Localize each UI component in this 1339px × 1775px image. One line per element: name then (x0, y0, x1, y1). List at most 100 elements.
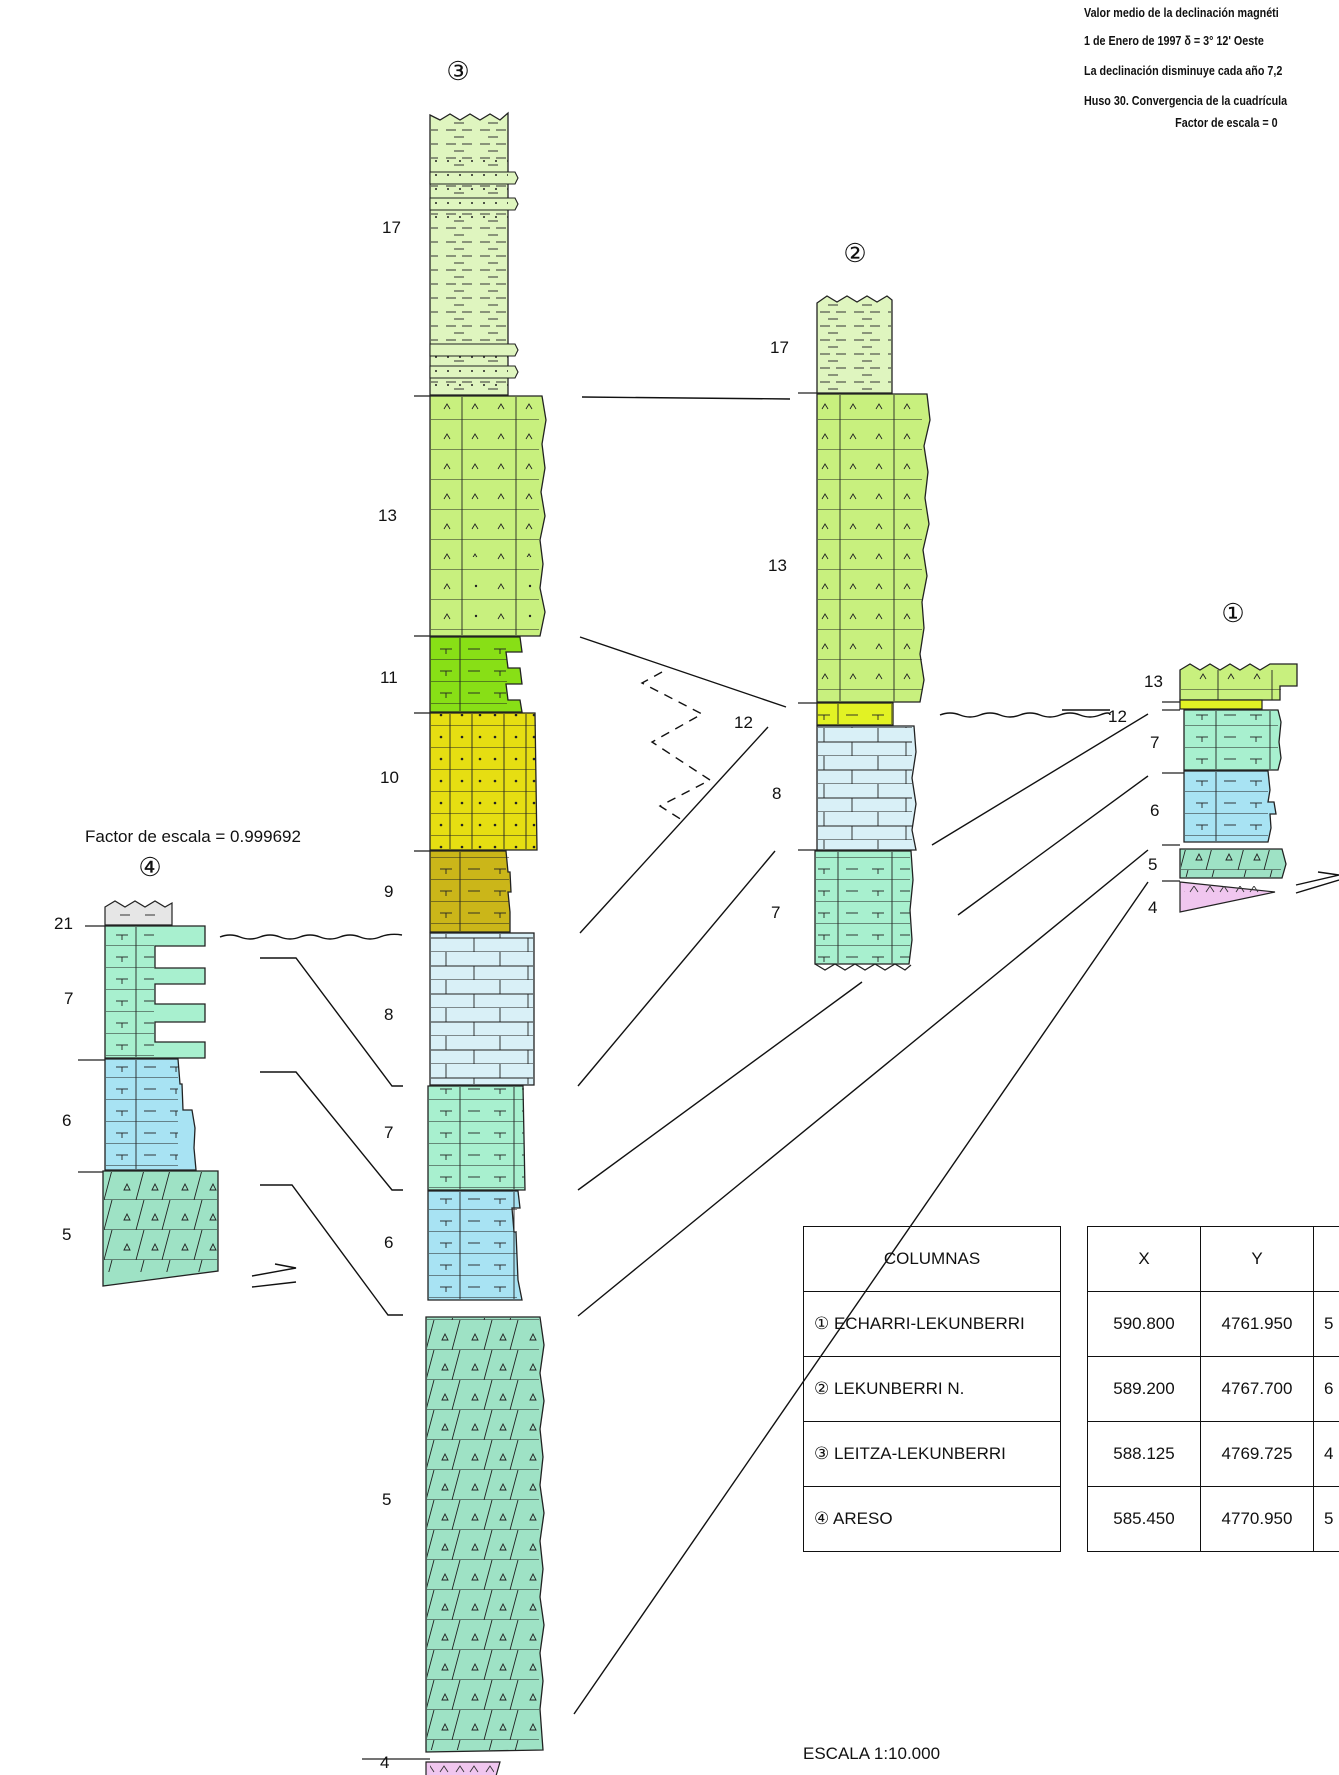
note-line-3: La declinación disminuye cada año 7,2 (1084, 64, 1283, 78)
c3-unit-7-pattern (429, 1087, 524, 1189)
column-3-marker: ③ (446, 56, 469, 86)
row-4-z: 5 (1313, 1486, 1339, 1552)
c3-label: 9 (384, 882, 393, 901)
c1-label: 4 (1148, 898, 1157, 917)
corr-8-c2-c3 (577, 850, 776, 1087)
column-4-marker: ④ (138, 852, 161, 882)
unconformity-c4-c3 (219, 933, 403, 940)
c2-unit-8-pattern (818, 727, 912, 849)
column-1 (1162, 663, 1298, 913)
row-3-y: 4769.725 (1200, 1421, 1314, 1487)
row-3-z: 4 (1313, 1421, 1339, 1487)
unconformity-c2-c1 (939, 712, 1111, 718)
row-3-x: 588.125 (1087, 1421, 1201, 1487)
c1-unit-13-pattern (1181, 670, 1281, 700)
c3-label: 13 (378, 506, 397, 525)
row-4-y: 4770.950 (1200, 1486, 1314, 1552)
c1-unit-4-pattern (1184, 886, 1264, 898)
c3-label: 6 (384, 1233, 393, 1252)
c3-unit-6-pattern (429, 1192, 517, 1299)
c4-unit-7-pattern (106, 927, 154, 1057)
c4-label: 7 (64, 989, 73, 1008)
column-4 (78, 900, 219, 1287)
c4-unit-21-bed (104, 900, 173, 926)
c3-label: 4 (380, 1753, 389, 1772)
c3-label: 10 (380, 768, 399, 787)
corr-12-c3-c2 (579, 636, 787, 708)
c1-label: 6 (1150, 801, 1159, 820)
declination-notes: Valor medio de la declinación magnéti 1 … (1084, 2, 1303, 142)
c2-label: 13 (768, 556, 787, 575)
c2-base-break (814, 963, 912, 971)
c3-sandstone-dots-2 (432, 346, 508, 386)
c3-label: 17 (382, 218, 401, 237)
corr-top-13 (581, 396, 791, 400)
note-line-5: Factor de escala = 0 (1175, 116, 1278, 130)
column-row-4-name: ④ ARESO (803, 1486, 1061, 1552)
row-2-z: 6 (1313, 1356, 1339, 1422)
corr-c4-5-6 (260, 1184, 403, 1316)
c1-label: 13 (1144, 672, 1163, 691)
corr-6-c1-c2 (957, 775, 1149, 916)
c2-unit-12-pattern (818, 704, 892, 724)
columns-header: COLUMNAS (803, 1226, 1061, 1292)
c3-label: 5 (382, 1490, 391, 1509)
fault-arrow-c1 (1295, 871, 1339, 894)
corr-c4-7-8 (260, 957, 403, 1087)
column-2-marker: ② (843, 238, 866, 268)
c2-unit-13-pattern (818, 395, 922, 701)
row-1-z: 5 (1313, 1291, 1339, 1357)
c3-unit-5-pattern (427, 1318, 539, 1750)
c3-unit-9-pattern (431, 852, 509, 931)
column-3 (362, 111, 547, 1775)
corr-c4-6-7 (260, 1071, 403, 1191)
c2-label: 8 (772, 784, 781, 803)
c2-label: 7 (771, 903, 780, 922)
c1-label: 7 (1150, 733, 1159, 752)
c3-unit-8-pattern (431, 934, 533, 1084)
c1-unit-12-bed (1179, 699, 1263, 710)
header-y: Y (1200, 1226, 1314, 1292)
column-row-1-name: ① ECHARRI-LEKUNBERRI (803, 1291, 1061, 1357)
corr-7-c2-c3 (577, 981, 863, 1191)
c3-unit-13-pattern-dot (431, 557, 539, 635)
scale-label: ESCALA 1:10.000 (803, 1744, 941, 1763)
c1-unit-5-pattern (1181, 850, 1281, 877)
c1-label: 5 (1148, 855, 1157, 874)
c4-unit-6-pattern (106, 1060, 178, 1169)
header-z (1313, 1226, 1339, 1292)
c1-label: 12 (1108, 707, 1127, 726)
c3-unit-4-pattern (430, 1764, 494, 1774)
row-1-x: 590.800 (1087, 1291, 1201, 1357)
row-1-y: 4761.950 (1200, 1291, 1314, 1357)
c2-label: 17 (770, 338, 789, 357)
note-line-2: 1 de Enero de 1997 δ = 3° 12' Oeste (1084, 34, 1264, 48)
header-x: X (1087, 1226, 1201, 1292)
c3-label: 8 (384, 1005, 393, 1024)
c3-unit-13-pattern (431, 397, 539, 557)
corr-12-c2-c3 (579, 726, 769, 934)
corr-7-c1-c2 (931, 713, 1149, 846)
c1-unit-6-pattern (1185, 772, 1268, 841)
column-row-2-name: ② LEKUNBERRI N. (803, 1356, 1061, 1422)
interfingering-dashed (640, 671, 712, 821)
c3-label: 11 (380, 668, 398, 687)
note-line-1: Valor medio de la declinación magnéti (1084, 6, 1279, 20)
c1-unit-7-pattern (1185, 711, 1278, 769)
c4-label: 6 (62, 1111, 71, 1130)
fault-arrow-c4 (251, 1263, 297, 1288)
coordinates-table: X Y 590.800 4761.950 5 589.200 4767.700 … (1087, 1226, 1339, 1552)
column-2 (798, 295, 931, 971)
c3-unit-11-pattern (431, 638, 507, 711)
column-1-marker: ① (1221, 598, 1244, 628)
row-2-x: 589.200 (1087, 1356, 1201, 1422)
row-2-y: 4767.700 (1200, 1356, 1314, 1422)
c3-unit-10-pattern (431, 714, 536, 849)
c2-unit-17-pattern (818, 303, 891, 393)
column-row-3-name: ③ LEITZA-LEKUNBERRI (803, 1421, 1061, 1487)
c2-label: 12 (734, 713, 753, 732)
c4-unit-5-pattern (104, 1172, 217, 1272)
c4-label: 5 (62, 1225, 71, 1244)
columns-table: COLUMNAS ① ECHARRI-LEKUNBERRI ② LEKUNBER… (803, 1226, 1061, 1552)
